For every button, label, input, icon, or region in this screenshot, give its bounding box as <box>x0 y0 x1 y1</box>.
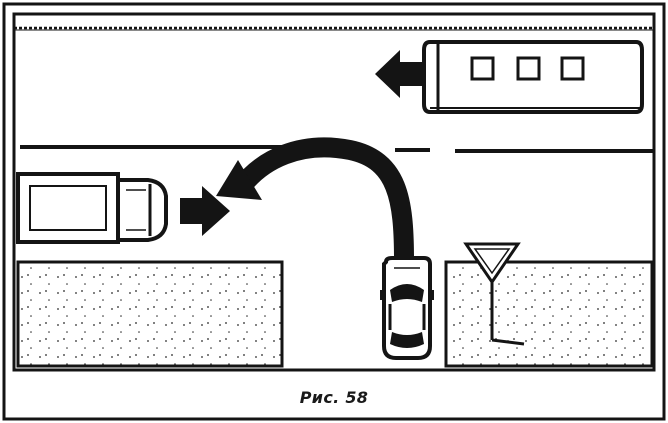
sidewalk-left <box>16 260 284 368</box>
figure-caption: Рис. 58 <box>299 388 369 407</box>
car <box>380 256 434 360</box>
bus-window <box>516 56 541 81</box>
bus-window <box>560 56 585 81</box>
truck <box>16 172 168 244</box>
bus <box>422 40 644 114</box>
truck-direction-arrow <box>180 186 230 236</box>
bus-direction-arrow <box>375 50 424 98</box>
picture-border <box>12 12 656 372</box>
car-turn-arrow <box>216 137 414 261</box>
yield-sign <box>463 242 525 346</box>
bus-window <box>470 56 495 81</box>
sidewalk-right <box>444 260 654 368</box>
